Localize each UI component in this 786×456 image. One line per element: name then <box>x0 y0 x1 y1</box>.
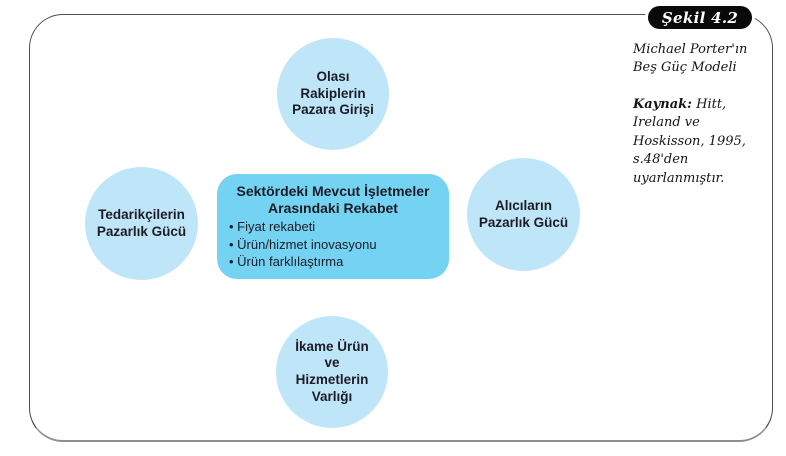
figure-frame <box>29 14 773 442</box>
rivalry-bullet-price-competition: • Fiyat rekabeti <box>229 219 316 235</box>
rivalry-bullet-product-innovation: • Ürün/hizmet inovasyonu <box>229 236 377 252</box>
source-label: Kaynak: <box>633 96 692 112</box>
source-note: Kaynak: Hitt, Ireland ve Hoskisson, 1995… <box>633 96 769 188</box>
circle-buyer-bargaining-power: Alıcıların Pazarlık Gücü <box>467 158 580 271</box>
figure-caption: Michael Porter'ın Beş Güç Modeli <box>633 42 748 76</box>
figure-number-badge: Şekil 4.2 <box>645 3 755 32</box>
circle-potential-entrants: Olası Rakiplerin Pazara Girişi <box>277 38 389 150</box>
circle-substitute-products: İkame Ürün ve Hizmetlerin Varlığı <box>276 316 388 428</box>
source-text: Hitt, Ireland ve Hoskisson, 1995, s.48'd… <box>633 96 746 186</box>
rivalry-box-title: Sektördeki Mevcut İşletmeler Arasındaki … <box>236 183 430 216</box>
figure-sidebar: Michael Porter'ın Beş Güç Modeli Kaynak:… <box>633 41 769 188</box>
center-rivalry-box: Sektördeki Mevcut İşletmeler Arasındaki … <box>217 174 449 279</box>
circle-supplier-bargaining-power: Tedarikçilerin Pazarlık Gücü <box>85 167 198 280</box>
rivalry-bullet-product-differentiation: • Ürün farklılaştırma <box>229 254 344 270</box>
